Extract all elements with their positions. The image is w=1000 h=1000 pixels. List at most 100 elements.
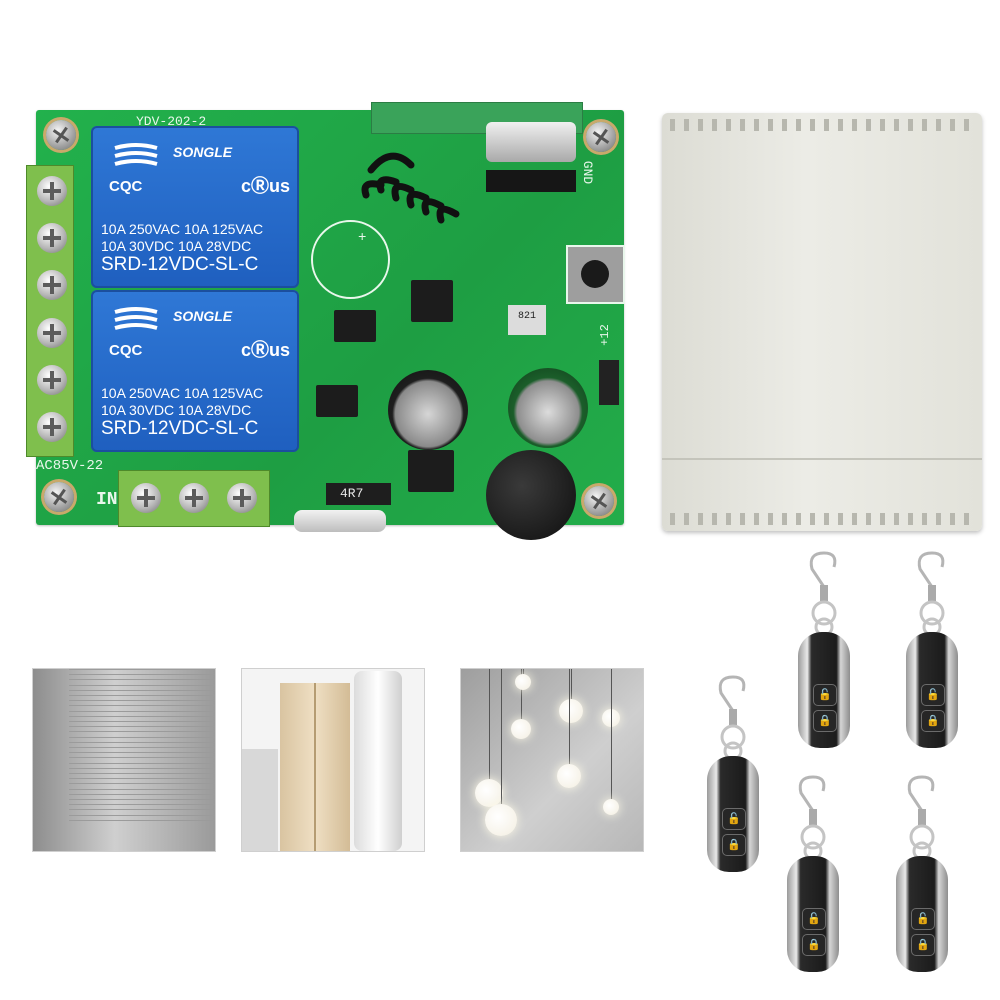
vent-slot [782, 119, 787, 131]
vent-slot [782, 513, 787, 525]
terminal-screw [179, 483, 209, 513]
shutter-slat [69, 674, 215, 676]
diode [599, 360, 619, 405]
shutter-slat [69, 705, 215, 707]
unlock-icon[interactable]: 🔓 [802, 908, 826, 930]
vent-slot [740, 119, 745, 131]
shutter-slat [69, 799, 215, 800]
shutter-slat [69, 804, 215, 806]
terminal-screw [37, 365, 67, 395]
keychain-icon [718, 675, 746, 761]
light-bulbs-photo [460, 668, 644, 852]
unlock-icon[interactable]: 🔓 [911, 908, 935, 930]
bulb-cord [571, 669, 572, 699]
bulb-cord [523, 669, 524, 674]
unlock-icon[interactable]: 🔓 [921, 684, 945, 706]
shutter-slat [69, 783, 215, 785]
roller-shutter-photo [32, 668, 216, 852]
board-model-label: YDV-202-2 [136, 114, 207, 129]
inductor [486, 450, 576, 540]
vent-slot [726, 513, 731, 525]
smd-component: 821 [508, 305, 546, 335]
vent-slot [964, 513, 969, 525]
mounting-screw [586, 122, 616, 152]
wire-resistor [294, 510, 386, 532]
resistor-label: 4R7 [340, 486, 364, 501]
shutter-slat [69, 689, 215, 691]
shutter-slat [69, 700, 215, 702]
remote-control: 🔓🔒 [896, 856, 948, 972]
vent-slot [894, 513, 899, 525]
shutter-slat [69, 757, 215, 759]
vent-slot [670, 513, 675, 525]
vent-slot [712, 513, 717, 525]
relay-pcb-board: YDV-202-2 SONGLE CQC cⓇus 10A 250VAC 10A… [26, 102, 625, 540]
shutter-slat [69, 752, 215, 754]
terminal-screw [131, 483, 161, 513]
vent-slot [698, 119, 703, 131]
vent-slot [712, 119, 717, 131]
input-label: IN [96, 490, 118, 510]
pin-header [486, 170, 576, 192]
light-bulb [557, 764, 581, 788]
lock-icon[interactable]: 🔒 [921, 710, 945, 732]
smd-label: 821 [518, 311, 537, 322]
mounting-screw [44, 482, 74, 512]
gnd-label: GND [580, 160, 596, 185]
shutter-slat [69, 819, 215, 821]
shutter-slat [69, 736, 215, 738]
relay-brand: SONGLE [173, 144, 233, 160]
capacitor-green [508, 368, 588, 448]
keychain-icon [809, 551, 837, 637]
vent-slot [796, 119, 801, 131]
home-appliances-photo [241, 668, 425, 852]
ac-voltage-label: AC85V-22 [36, 458, 104, 474]
unlock-icon[interactable]: 🔓 [813, 684, 837, 706]
vent-slot [964, 119, 969, 131]
vent-slot [796, 513, 801, 525]
shutter-slat [69, 741, 215, 743]
button-cap [581, 260, 609, 288]
shutter-slat [69, 762, 215, 764]
vent-slot [950, 119, 955, 131]
mounting-screw [46, 120, 76, 150]
bulb-cord [489, 669, 490, 779]
shutter-slat [69, 788, 215, 790]
vent-slot [866, 119, 871, 131]
vent-slot [768, 513, 773, 525]
vent-slot [880, 119, 885, 131]
shutter-slat [69, 731, 215, 733]
vent-slot [810, 119, 815, 131]
ul-mark: cⓇus [241, 340, 291, 360]
ic-chip [316, 385, 358, 417]
vent-slot [922, 119, 927, 131]
vent-slot [768, 119, 773, 131]
lock-icon[interactable]: 🔒 [722, 834, 746, 856]
antenna-coil-icon [361, 152, 460, 224]
vent-slot [908, 513, 913, 525]
relay-brand: SONGLE [173, 308, 233, 324]
vent-slot [670, 119, 675, 131]
plus-label: + [358, 230, 367, 246]
vent-slot [852, 513, 857, 525]
vent-slot [936, 513, 941, 525]
vent-slot [684, 513, 689, 525]
shutter-slat [69, 715, 215, 717]
remote-control: 🔓🔒 [707, 756, 759, 872]
vent-slot [726, 119, 731, 131]
shutter-slat [69, 747, 215, 748]
unlock-icon[interactable]: 🔓 [722, 808, 746, 830]
vent-slot [824, 513, 829, 525]
vent-slot [754, 119, 759, 131]
vent-slot [936, 119, 941, 131]
light-bulb [511, 719, 531, 739]
bulb-cord [569, 669, 570, 764]
remote-control: 🔓🔒 [798, 632, 850, 748]
shutter-slat [69, 814, 215, 816]
mounting-screw [584, 486, 614, 516]
lock-icon[interactable]: 🔒 [813, 710, 837, 732]
bulb-cord [521, 669, 522, 719]
lock-icon[interactable]: 🔒 [911, 934, 935, 956]
capacitor-black [388, 370, 468, 450]
lock-icon[interactable]: 🔒 [802, 934, 826, 956]
